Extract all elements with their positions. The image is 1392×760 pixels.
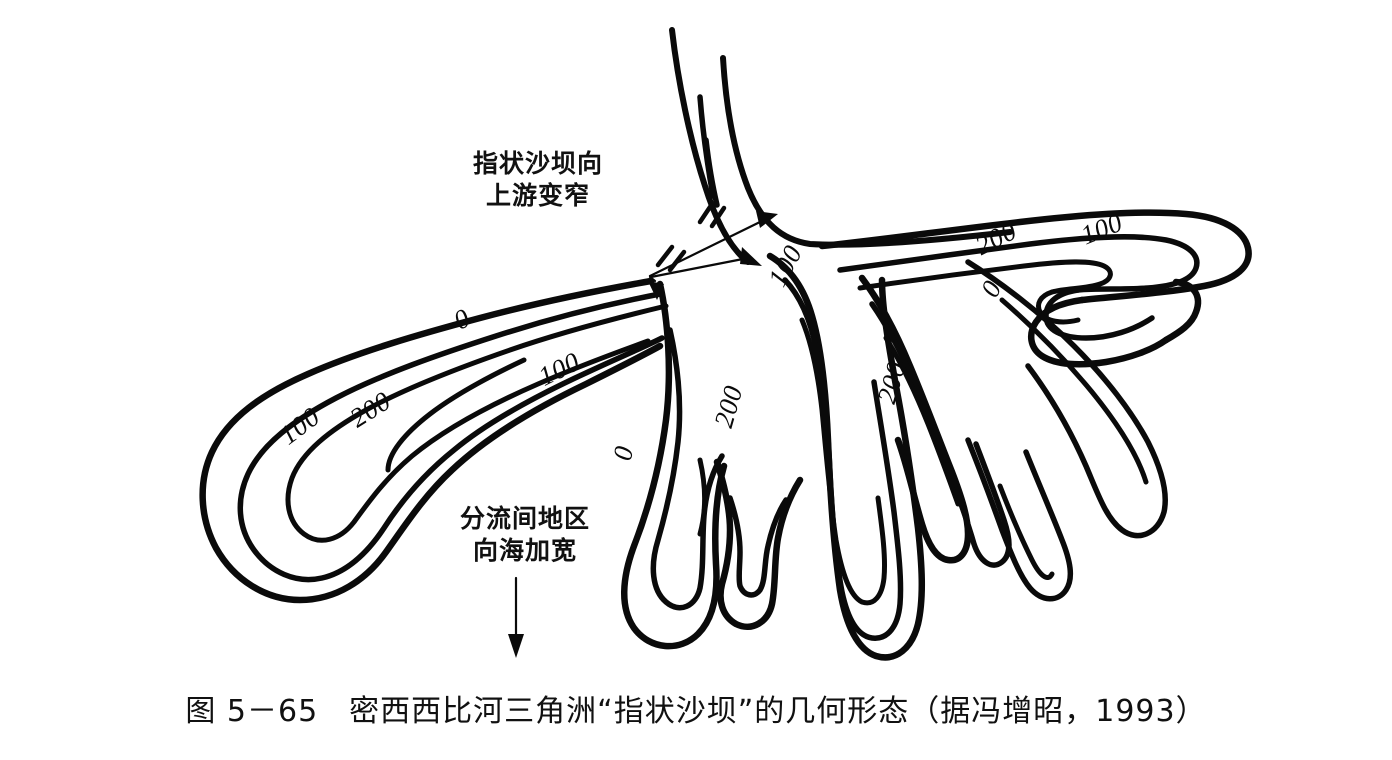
finger-bar-center-left [621,280,728,650]
river-channel-group [669,27,1013,265]
contour-east-lower-spur [965,259,1168,539]
contour-center-0 [713,458,804,631]
finger-bar-inner-east [858,274,1074,602]
figure-caption: 图 5－65 密西西比河三角洲“指状沙坝”的几何形态（据冯增昭，1993） [185,694,1207,729]
contour-center-right-100 [782,277,904,641]
contour-east-0-return [1027,296,1170,368]
river-channel-tick-2 [703,137,720,208]
contour-center-left-100 [650,327,725,611]
interdistributary-arrow-head [508,634,524,658]
contour-east-100 [837,234,1200,293]
contour-west-100 [237,291,665,583]
contour-east-lower-flank-0 [1162,278,1202,344]
contour-inner-east-200 [883,335,961,507]
upstream-arrow-3-head [648,281,664,300]
contour-west-200 [285,303,669,543]
annotation-interdistributary: 分流间地区 向海加宽 [459,504,590,565]
finger-bar-east [818,209,1252,539]
contour-center-100 [727,495,789,598]
contour-inner-east-hook-inner [997,483,1055,580]
contour-center-right-200 [799,317,888,606]
annotation-upstream-narrow: 指状沙坝向 上游变窄 [472,149,603,210]
contour-label-200-7: 200 [871,358,911,407]
contour-west-200-tip [385,357,527,473]
upstream-arrow-1-head [756,211,778,228]
upstream-arrow-2-shaft [649,256,750,279]
contour-east-lower-spur-inner [999,297,1149,485]
contour-center-left-tip [697,457,707,537]
hatch-mark-1b [709,205,727,229]
finger-bar-center [713,458,804,631]
contour-east-200 [857,259,1113,295]
finger-bar-center-right [766,252,925,661]
contour-inner-east-100 [869,301,1012,568]
upstream-arrow-2-head [740,247,762,266]
river-channel-right-bank [720,55,1013,248]
upstream-arrow-1-shaft [648,217,768,278]
finger-bar-west [199,277,669,604]
contour-center-left-0 [621,280,728,650]
hatch-mark-2b [667,249,687,273]
hatch-mark-1a [697,201,715,225]
annotation-arrows-upstream [648,201,778,300]
river-channel-left-bank [669,27,751,265]
annotation-arrow-interdistributary [508,576,524,658]
contour-label-200-5: 200 [708,382,748,431]
contour-west-0 [199,277,664,604]
hatch-mark-2a [655,244,675,268]
contour-inner-east-hook [965,437,1074,602]
contour-label-0-4: 0 [607,443,639,463]
